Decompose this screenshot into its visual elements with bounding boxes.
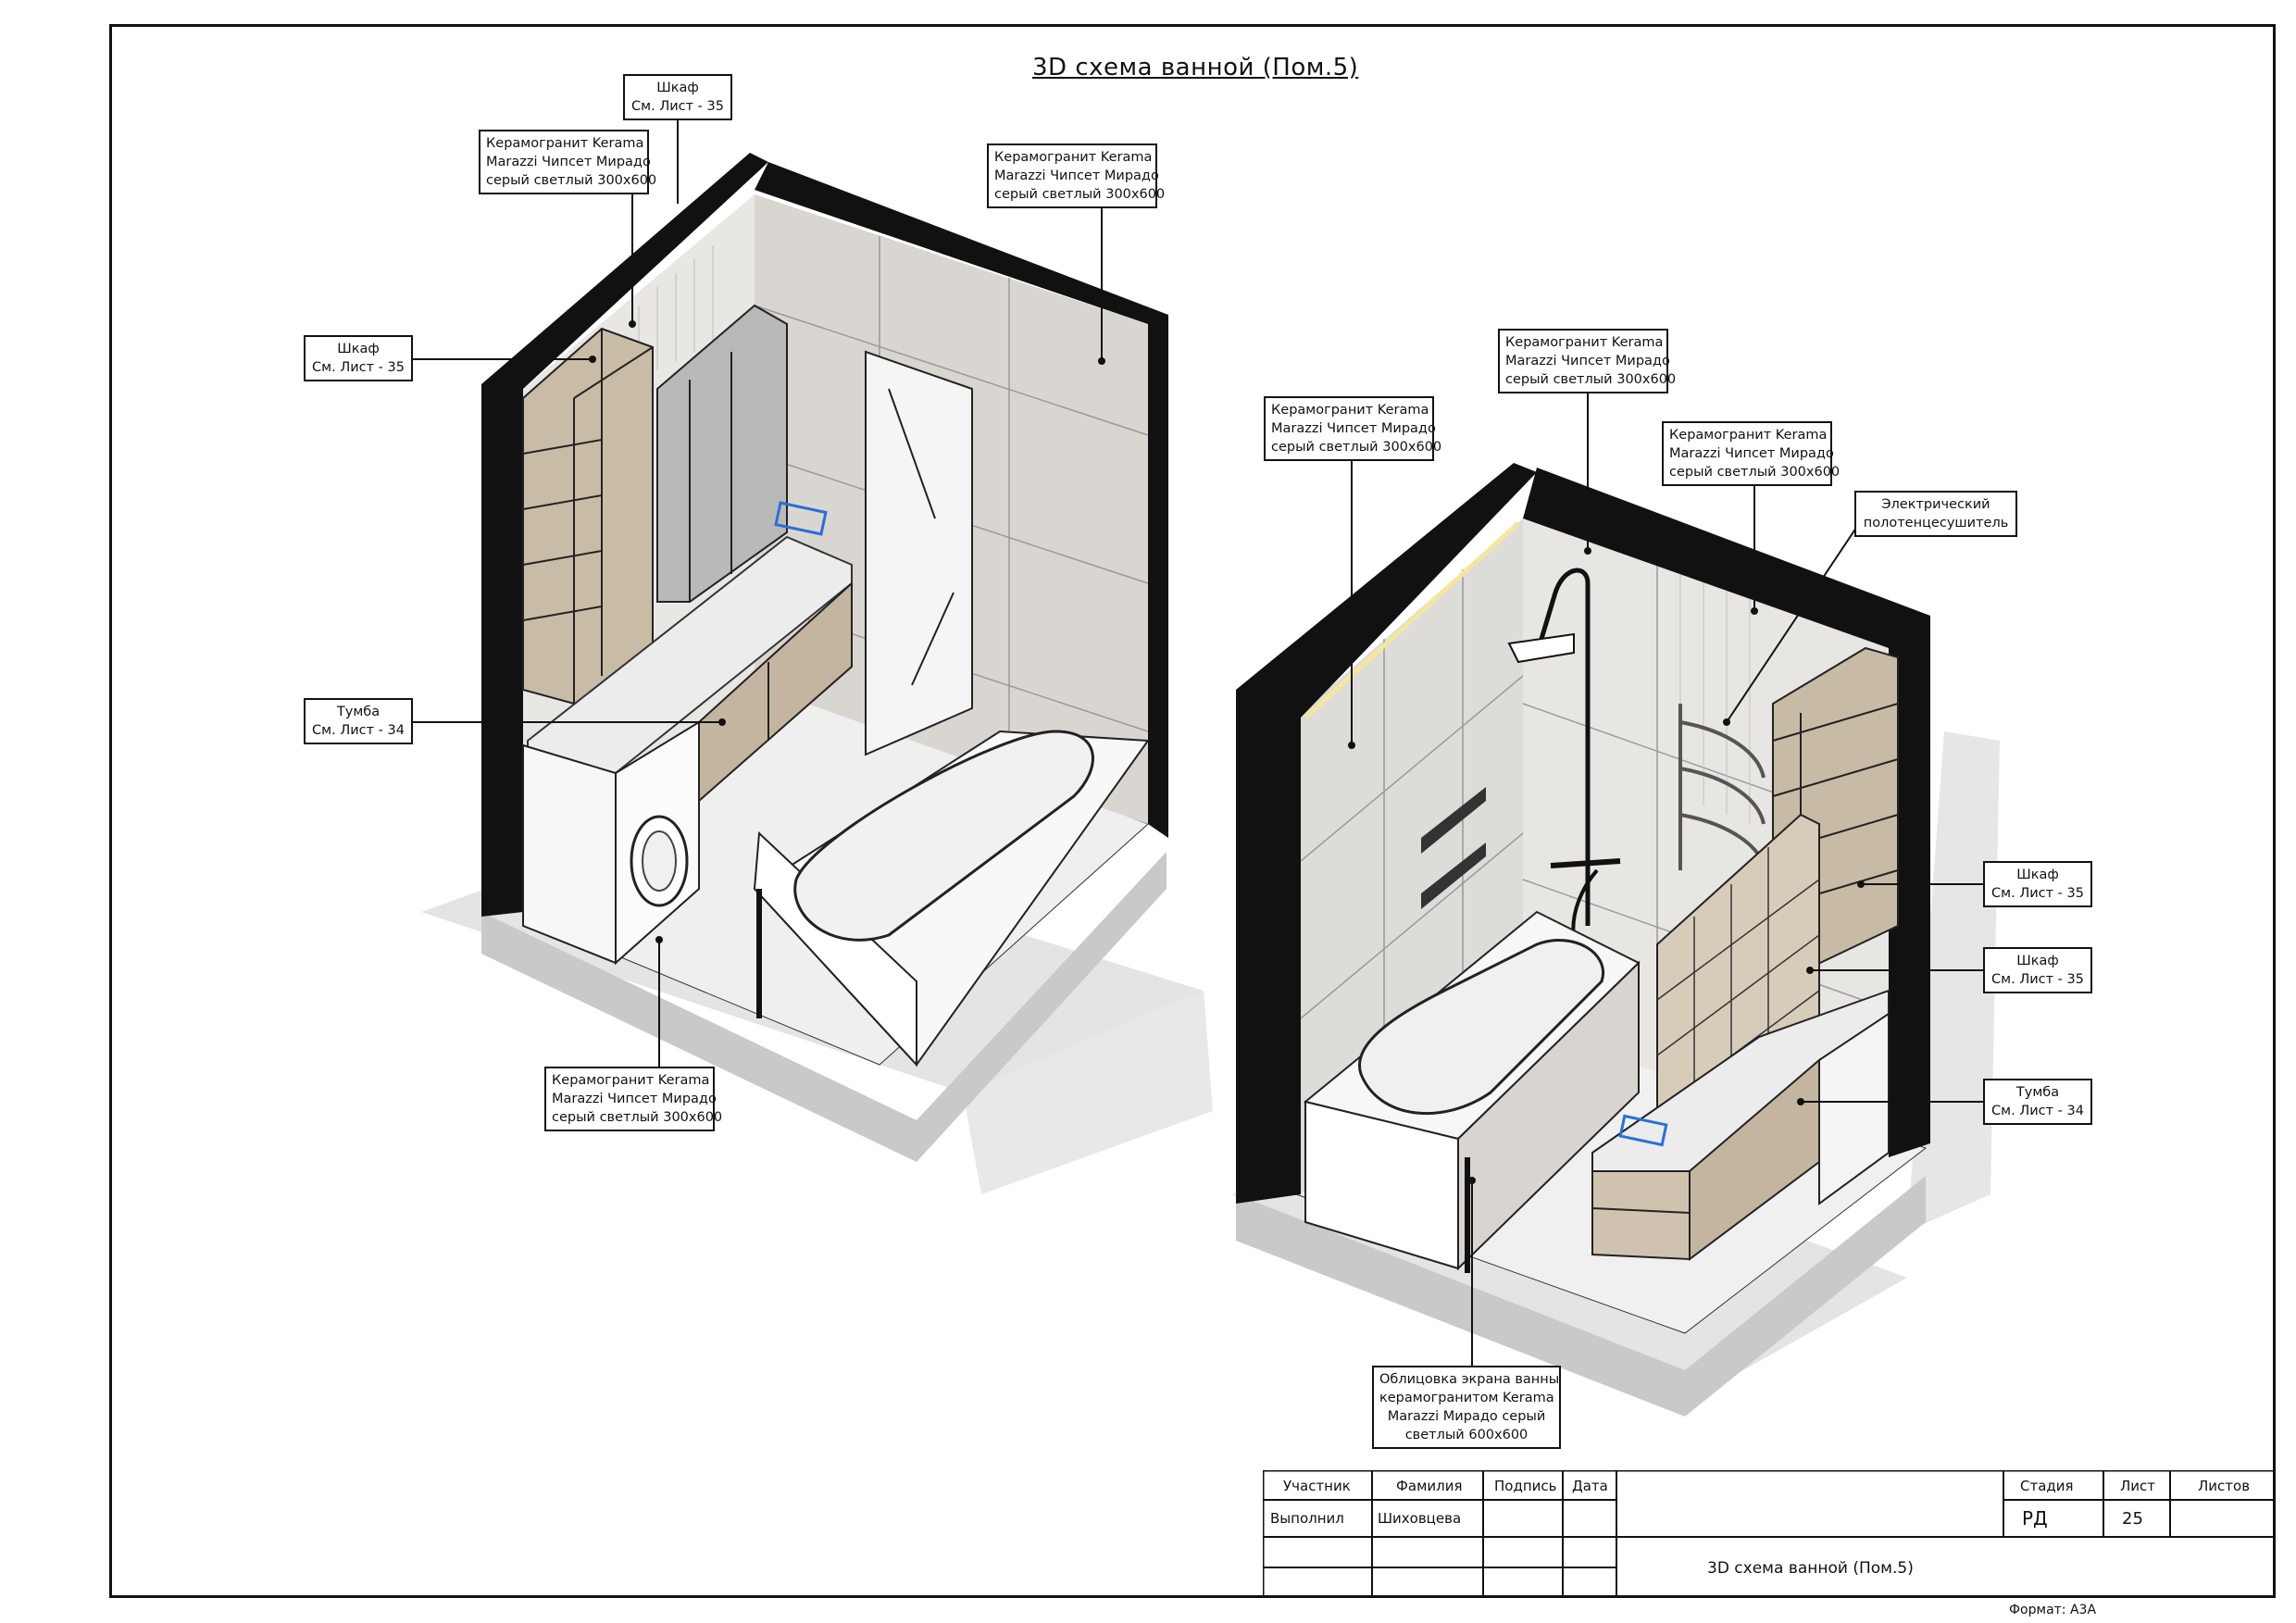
tb-sheet-title: 3D схема ванной (Пом.5) <box>1707 1559 1914 1578</box>
title-block-grid <box>1263 1470 2276 1598</box>
tb-row-role: Выполнил <box>1270 1510 1344 1527</box>
leader-lines <box>409 113 1989 1370</box>
tb-header-participant: Участник <box>1283 1478 1351 1494</box>
tb-header-surname: Фамилия <box>1396 1478 1463 1494</box>
left-bathroom-view <box>421 153 1213 1194</box>
title-block: Участник Фамилия Подпись Дата Выполнил Ш… <box>1263 1470 2276 1598</box>
format-label: Формат: А3А <box>2009 1603 2097 1617</box>
sheet-frame <box>109 24 2276 1598</box>
tb-stage-value: РД <box>2022 1507 2048 1529</box>
leader-dots <box>589 320 1865 1184</box>
tb-row-name: Шиховцева <box>1378 1510 1462 1527</box>
tb-header-signature: Подпись <box>1494 1478 1557 1494</box>
drawing-title: 3D схема ванной (Пом.5) <box>1032 54 1359 81</box>
tb-header-date: Дата <box>1572 1478 1608 1494</box>
tb-sheet-value: 25 <box>2122 1509 2143 1529</box>
tb-header-sheet: Лист <box>2120 1478 2156 1494</box>
tb-header-stage: Стадия <box>2020 1478 2074 1494</box>
tb-header-sheets: Листов <box>2198 1478 2251 1494</box>
right-bathroom-view <box>1231 463 2000 1417</box>
